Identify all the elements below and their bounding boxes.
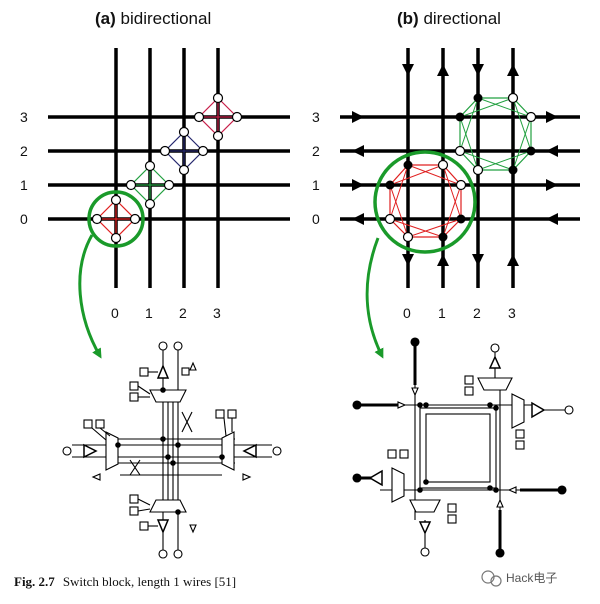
directional-junction-dots [417, 402, 499, 493]
panel-a-switch-2 [159, 126, 209, 176]
panel-b-direction-arrows [352, 64, 558, 266]
panel-b-switch-red [384, 159, 467, 243]
panel-a-col-label-0: 0 [111, 305, 119, 321]
directional-switch-schematic [352, 337, 574, 558]
panel-b-row-label-3: 3 [312, 109, 320, 125]
panel-b-col-label-0: 0 [403, 305, 411, 321]
panel-a-row-label-3: 3 [20, 109, 28, 125]
panel-a-col-label-2: 2 [179, 305, 187, 321]
panel-a-col-label-1: 1 [145, 305, 153, 321]
panel-b-row-label-0: 0 [312, 211, 320, 227]
panel-b-row-label-2: 2 [312, 143, 320, 159]
panel-b-col-label-2: 2 [473, 305, 481, 321]
bidirectional-junction-dots [115, 387, 225, 515]
panel-b-zoom-arrow [365, 237, 384, 359]
panel-a-col-label-3: 3 [213, 305, 221, 321]
watermark-text: Hack电子 [506, 571, 557, 585]
bidirectional-switch-schematic [62, 341, 282, 559]
panel-a-row-label-0: 0 [20, 211, 28, 227]
panel-a-title: (a) bidirectional [95, 9, 211, 28]
panel-b-col-label-1: 1 [438, 305, 446, 321]
panel-a-switch-3 [193, 92, 243, 142]
panel-a-row-label-1: 1 [20, 177, 28, 193]
panel-a-switch-0 [91, 194, 141, 244]
panel-a-row-label-2: 2 [20, 143, 28, 159]
panel-b-title: (b) directional [397, 9, 501, 28]
panel-b-highlight-circle [373, 150, 477, 254]
panel-a-zoom-arrow [78, 234, 102, 359]
panel-b-switch-green [454, 92, 537, 176]
panel-a-highlight-circle [87, 190, 145, 248]
watermark: Hack电子 [481, 570, 557, 587]
panel-b-row-label-1: 1 [312, 177, 320, 193]
panel-b-col-label-3: 3 [508, 305, 516, 321]
panel-a-switch-1 [125, 160, 175, 210]
